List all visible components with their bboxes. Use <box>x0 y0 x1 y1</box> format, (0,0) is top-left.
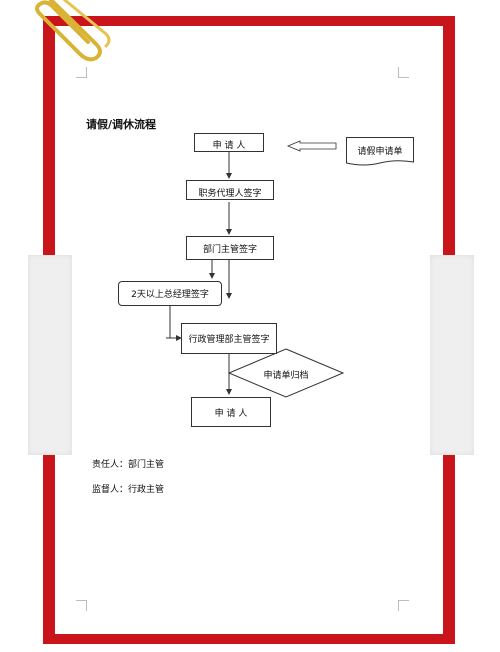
supervisor-person: 监督人：行政主管 <box>92 485 165 495</box>
node-gm-sign: 2天以上总经理签字 <box>118 281 222 306</box>
crop-mark <box>398 67 409 78</box>
decision-diamond <box>227 348 345 398</box>
node-deputy-sign: 职务代理人签字 <box>186 180 274 200</box>
node-file-form: 申请单归档 <box>263 371 309 381</box>
node-leave-form: 请假申请单 <box>346 137 414 167</box>
tape-left <box>28 255 72 455</box>
arrow-form-to-applicant <box>286 140 337 152</box>
tape-right <box>430 255 474 455</box>
leave-form-label: 请假申请单 <box>357 147 403 157</box>
page-title: 请假/调休流程 <box>86 118 157 131</box>
crop-mark <box>398 600 409 611</box>
arrow-gm-admin <box>169 306 182 341</box>
node-applicant-bottom: 申 请 人 <box>191 397 271 427</box>
crop-mark <box>76 67 87 78</box>
node-applicant-top: 申 请 人 <box>194 133 264 152</box>
crop-mark <box>76 600 87 611</box>
node-admin-head-sign: 行政管理部主管签字 <box>181 323 277 354</box>
responsible-person: 责任人：部门主管 <box>92 460 165 470</box>
node-dept-head-sign: 部门主管签字 <box>186 236 274 260</box>
